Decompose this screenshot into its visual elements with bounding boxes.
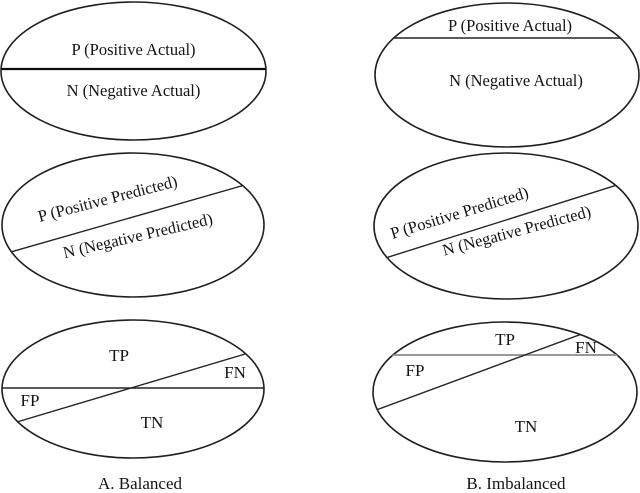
tp-label: TP <box>109 346 129 365</box>
panel-a-confusion-ellipse: TP FN FP TN <box>1 319 265 459</box>
predicted-split-line <box>2 345 264 430</box>
panel-b-caption: B. Imbalanced <box>466 474 566 493</box>
fn-label: FN <box>224 363 246 382</box>
fp-label: FP <box>21 391 40 410</box>
tp-label: TP <box>495 330 515 349</box>
tn-label: TN <box>515 417 538 436</box>
fn-label: FN <box>575 338 597 357</box>
panel-a-actual-ellipse: P (Positive Actual) N (Negative Actual) <box>0 1 267 141</box>
positive-actual-label: P (Positive Actual) <box>448 16 572 35</box>
ellipse-outline <box>0 1 267 141</box>
ellipse-outline <box>374 2 640 148</box>
positive-predicted-label: P (Positive Predicted) <box>36 172 179 226</box>
panel-b-confusion-ellipse: TP FN FP TN <box>372 321 638 463</box>
negative-actual-label: N (Negative Actual) <box>449 71 583 90</box>
ellipse-outline <box>372 321 638 463</box>
panel-a-predicted-ellipse: P (Positive Predicted) N (Negative Predi… <box>1 152 265 298</box>
panel-b-actual-ellipse: P (Positive Actual) N (Negative Actual) <box>374 2 640 148</box>
panel-b-predicted-ellipse: P (Positive Predicted) N (Negative Predi… <box>373 152 639 300</box>
predicted-divider-line <box>2 176 264 258</box>
negative-actual-label: N (Negative Actual) <box>67 81 201 100</box>
panel-a-caption: A. Balanced <box>98 474 183 493</box>
tn-label: TN <box>141 413 164 432</box>
fp-label: FP <box>406 361 425 380</box>
ellipse-outline <box>373 152 639 300</box>
ellipse-outline <box>1 152 265 298</box>
negative-predicted-label: N (Negative Predicted) <box>61 209 214 262</box>
predicted-split-line <box>373 322 637 413</box>
ellipse-outline <box>1 319 265 459</box>
positive-actual-label: P (Positive Actual) <box>71 40 195 59</box>
predicted-divider-line <box>374 175 638 265</box>
